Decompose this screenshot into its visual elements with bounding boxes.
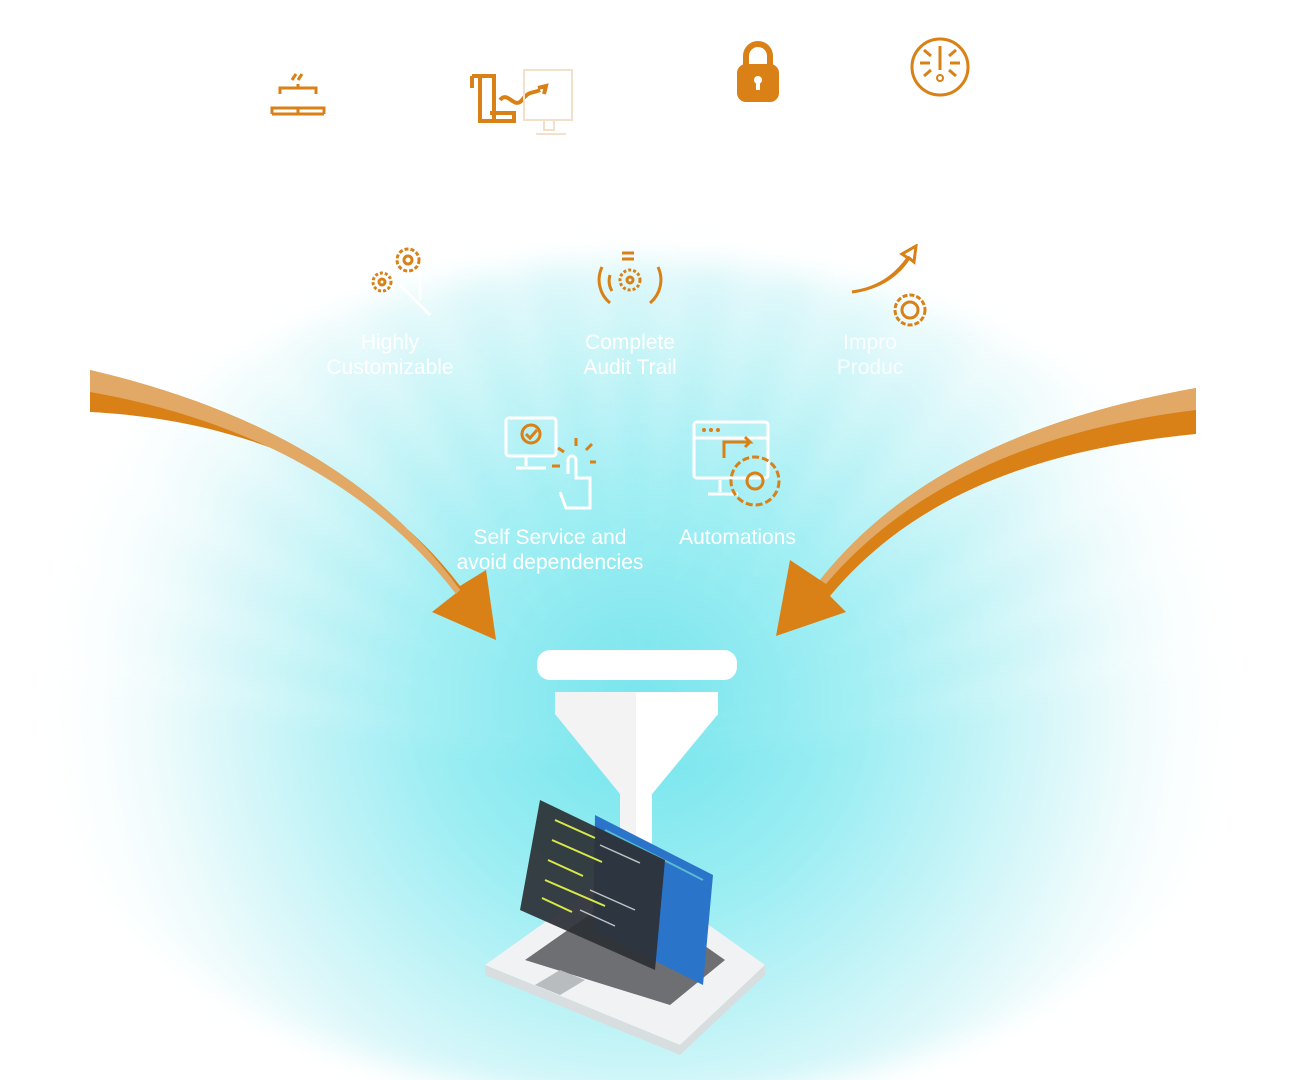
funnel-with-laptop bbox=[485, 650, 765, 1055]
light-ray bbox=[134, 5, 641, 760]
light-ray bbox=[0, 255, 640, 760]
right-arrow-icon bbox=[776, 388, 1196, 636]
light-ray bbox=[0, 645, 640, 760]
alert-icon bbox=[910, 37, 970, 97]
hierarchy-icon bbox=[270, 73, 326, 116]
automation-icon bbox=[692, 420, 781, 507]
light-ray bbox=[288, 0, 640, 760]
laptop-icon bbox=[485, 800, 765, 1055]
left-arrow-icon bbox=[90, 370, 496, 640]
light-ray bbox=[0, 407, 640, 760]
growth-gear-icon bbox=[851, 244, 927, 327]
feature-label-automations: Automations bbox=[679, 526, 796, 549]
light-ray bbox=[640, 620, 1302, 760]
funnel-rim bbox=[537, 650, 737, 680]
light-ray bbox=[558, 0, 640, 760]
light-ray bbox=[429, 0, 640, 760]
light-ray bbox=[640, 0, 826, 760]
light-ray bbox=[640, 0, 1124, 760]
light-ray bbox=[640, 0, 965, 760]
scroll-monitor-icon bbox=[470, 69, 573, 135]
self-service-icon bbox=[504, 416, 596, 510]
audit-gear-icon bbox=[597, 251, 663, 305]
light-ray bbox=[640, 368, 1302, 760]
gears-wrench-icon bbox=[371, 247, 432, 317]
lock-icon bbox=[737, 41, 779, 102]
